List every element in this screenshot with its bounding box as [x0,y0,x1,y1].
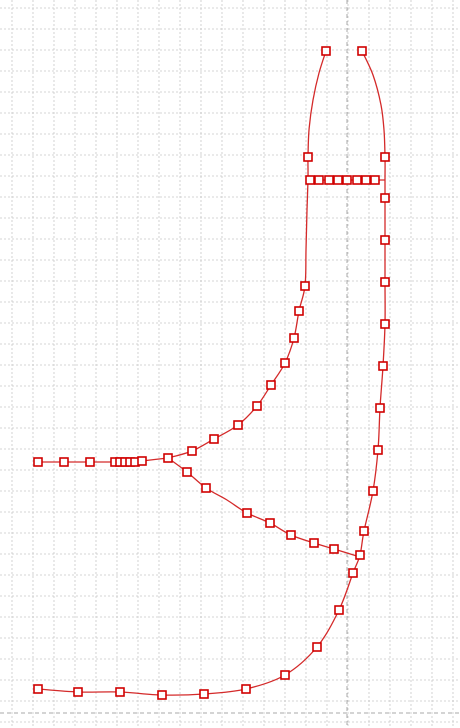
control-point-handle[interactable] [266,380,276,390]
control-point-handle[interactable] [286,530,296,540]
control-point-handle[interactable] [241,684,251,694]
control-point-handle[interactable] [265,518,275,528]
control-point-handle[interactable] [373,445,383,455]
control-point-handle[interactable] [137,456,147,466]
control-point-handle[interactable] [33,457,43,467]
control-point-handle[interactable] [321,46,331,56]
left-stem-curve [167,50,327,459]
control-point-handle[interactable] [355,550,365,560]
control-point-handle[interactable] [324,175,334,185]
control-point-handle[interactable] [380,277,390,287]
control-point-handle[interactable] [289,333,299,343]
control-point-handle[interactable] [33,684,43,694]
control-point-handle[interactable] [380,235,390,245]
control-point-handle[interactable] [380,193,390,203]
control-point-handle[interactable] [375,403,385,413]
control-point-handle[interactable] [305,175,315,185]
control-point-handle[interactable] [163,453,173,463]
control-point-handle[interactable] [378,361,388,371]
control-point-handle[interactable] [368,486,378,496]
control-point-handle[interactable] [233,420,243,430]
control-point-handle[interactable] [380,319,390,329]
control-point-handle[interactable] [294,306,304,316]
horizontal-branch-curve [38,457,169,463]
control-points[interactable] [33,46,390,700]
control-point-handle[interactable] [115,687,125,697]
diagonal-branch-curve [167,457,361,558]
control-point-handle[interactable] [359,526,369,536]
control-point-handle[interactable] [157,690,167,700]
control-point-handle[interactable] [348,568,358,578]
control-point-handle[interactable] [252,401,262,411]
control-point-handle[interactable] [329,544,339,554]
control-point-handle[interactable] [361,175,371,185]
control-point-handle[interactable] [201,483,211,493]
control-point-handle[interactable] [333,175,343,185]
control-point-handle[interactable] [380,152,390,162]
right-stem-curve [37,50,386,696]
control-point-handle[interactable] [314,175,324,185]
control-point-handle[interactable] [342,175,352,185]
control-point-handle[interactable] [242,508,252,518]
control-point-handle[interactable] [280,670,290,680]
control-point-handle[interactable] [370,175,380,185]
control-point-handle[interactable] [312,642,322,652]
control-point-handle[interactable] [280,358,290,368]
control-point-handle[interactable] [209,434,219,444]
control-point-handle[interactable] [85,457,95,467]
control-point-handle[interactable] [73,687,83,697]
control-point-handle[interactable] [199,689,209,699]
control-point-handle[interactable] [352,175,362,185]
control-point-handle[interactable] [303,152,313,162]
control-point-handle[interactable] [59,457,69,467]
control-point-handle[interactable] [300,281,310,291]
control-point-handle[interactable] [187,446,197,456]
control-point-handle[interactable] [309,538,319,548]
control-point-handle[interactable] [182,467,192,477]
control-point-handle[interactable] [334,605,344,615]
curve-paths [37,50,386,696]
control-point-handle[interactable] [357,46,367,56]
